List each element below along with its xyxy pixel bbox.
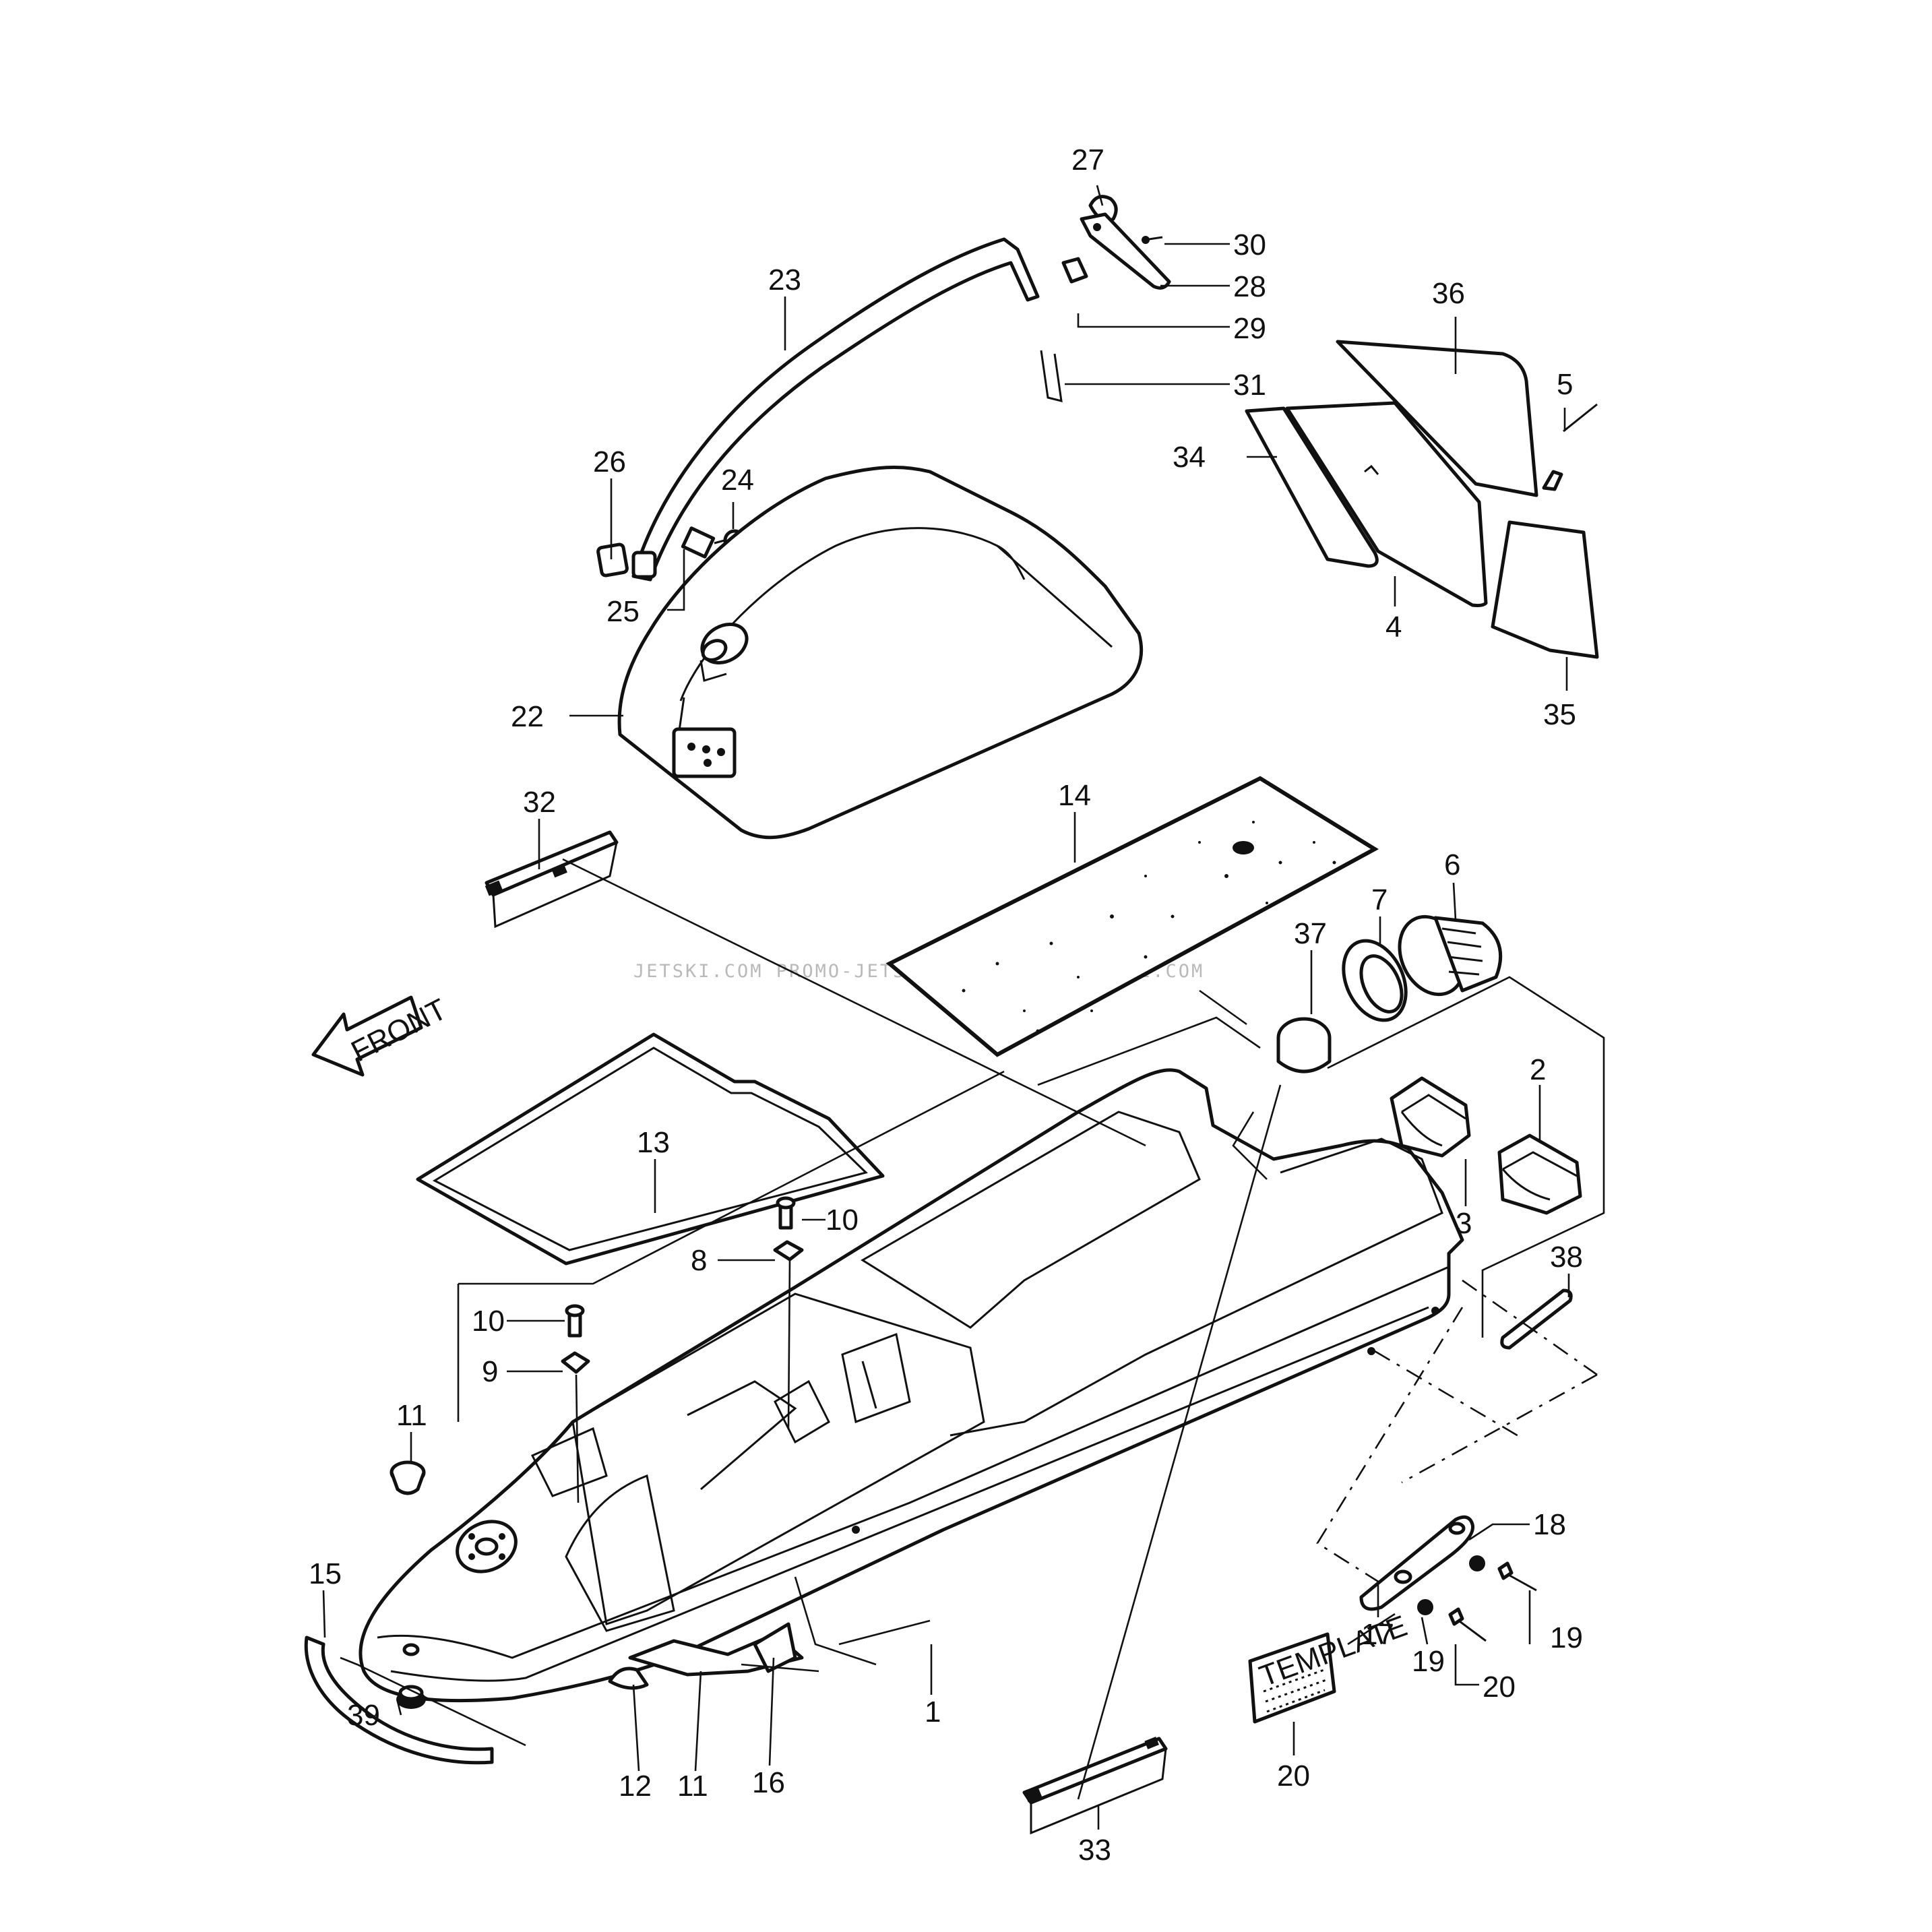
part-30-screw (1142, 236, 1163, 244)
callout-10-upper: 10 (825, 1204, 859, 1237)
part-2-cap (1497, 1133, 1582, 1215)
part-39-plug (396, 1685, 426, 1709)
callout-21: 20 (1277, 1759, 1310, 1793)
callout-27: 27 (1071, 144, 1104, 177)
part-18-guard (1359, 1515, 1475, 1611)
part-31-pin (1040, 350, 1063, 402)
part-8-nut (773, 1240, 804, 1261)
callout-10-lower: 10 (472, 1305, 505, 1338)
callout-4: 4 (1385, 611, 1402, 644)
part-5-rivet (1542, 403, 1598, 491)
part-19-washer-lower (1417, 1599, 1433, 1615)
callout-12: 11 (677, 1770, 708, 1803)
callout-19-upper: 18 (1533, 1508, 1566, 1541)
callout-38: 38 (1550, 1241, 1583, 1274)
callout-leaders (322, 185, 1570, 1830)
callout-17: 16 (752, 1766, 785, 1799)
part-29-clip (1061, 257, 1088, 284)
part-38-pin (1500, 1288, 1573, 1350)
callouts: 27 30 28 29 31 23 36 5 34 4 35 26 24 25 … (309, 144, 1583, 1867)
callout-33: 33 (1078, 1834, 1111, 1867)
callout-18: 17 (1361, 1618, 1394, 1651)
callout-31: 31 (1233, 369, 1266, 402)
callout-26: 26 (593, 445, 626, 478)
front-arrow: FRONT (311, 993, 452, 1077)
part-17-bracket (753, 1622, 797, 1673)
part-9-nut (561, 1351, 590, 1374)
part-34-pad (1245, 406, 1379, 568)
assembly-lines (340, 858, 1605, 1800)
callout-32: 32 (523, 786, 556, 819)
callout-6: 6 (1444, 848, 1460, 881)
callout-13: 12 (619, 1770, 652, 1803)
part-3-cap (1390, 1076, 1471, 1158)
callout-23: 23 (768, 263, 801, 297)
part-1-hull (359, 1068, 1464, 1703)
part-25-clip (681, 526, 716, 559)
part-28-latch (1080, 212, 1171, 290)
callout-1: 1 (925, 1695, 941, 1728)
callout-19-lower: 19 (1412, 1645, 1445, 1678)
part-4-liner (1285, 401, 1488, 608)
callout-37: 37 (1294, 917, 1327, 950)
callout-24: 24 (721, 464, 754, 497)
part-36-panel (1336, 340, 1538, 497)
part-32-strip (485, 830, 619, 929)
part-15-mat (885, 776, 1379, 1057)
part-33-strip (1022, 1737, 1168, 1835)
callout-7: 7 (1371, 883, 1388, 916)
callout-14: 13 (637, 1126, 670, 1159)
callout-11: 11 (396, 1399, 427, 1432)
callout-39: 39 (347, 1699, 380, 1732)
callout-36: 36 (1432, 277, 1465, 310)
callout-9: 9 (482, 1355, 498, 1388)
part-7-ring (1342, 939, 1408, 1022)
callout-29: 29 (1233, 312, 1266, 345)
part-13-cap (608, 1666, 649, 1690)
part-26-clip (596, 542, 657, 579)
part-10-bolt-upper (776, 1196, 796, 1230)
callout-20-lower: 20 (1483, 1671, 1516, 1704)
part-19-washer-upper (1469, 1555, 1485, 1571)
callout-30: 30 (1233, 228, 1266, 261)
part-6-boot (1398, 914, 1503, 997)
part-20-rivet-upper (1497, 1561, 1537, 1592)
callout-3: 3 (1456, 1207, 1472, 1240)
callout-35: 35 (1543, 698, 1576, 731)
part-20-rivet-lower (1448, 1607, 1487, 1642)
callout-34: 34 (1173, 441, 1206, 474)
callout-2: 2 (1530, 1053, 1546, 1086)
part-16-bumper (304, 1635, 494, 1765)
callout-8: 8 (691, 1244, 707, 1277)
part-22-hood (617, 465, 1144, 840)
callout-28: 28 (1233, 270, 1266, 303)
part-23-strap (631, 237, 1040, 582)
part-10-bolt-lower (565, 1304, 585, 1338)
callout-20-upper: 19 (1550, 1621, 1583, 1654)
part-11-plug (389, 1460, 426, 1495)
callout-15: 14 (1058, 779, 1091, 812)
callout-25: 25 (606, 595, 640, 628)
part-37-plug (1276, 1017, 1332, 1073)
callout-5: 5 (1557, 368, 1573, 401)
callout-16: 15 (309, 1557, 342, 1590)
part-14-gasket (416, 1032, 885, 1266)
callout-22: 22 (511, 700, 544, 733)
part-35-pad (1491, 520, 1599, 659)
